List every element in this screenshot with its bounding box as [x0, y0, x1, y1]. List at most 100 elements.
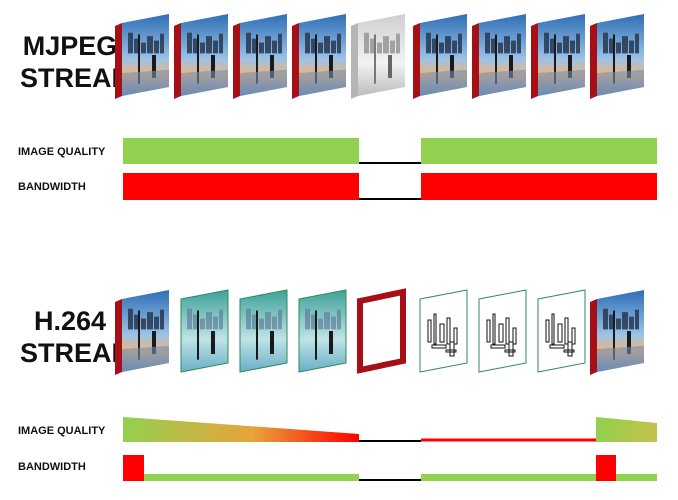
frame-image: [180, 289, 229, 373]
lamp-post: [256, 34, 258, 84]
sketch-line: [563, 349, 575, 353]
building: [128, 308, 133, 330]
building: [128, 32, 133, 54]
frame-edge: [590, 23, 597, 99]
frame-full: [531, 14, 585, 99]
building: [377, 42, 382, 54]
frame-lost-keyframe: [357, 288, 406, 374]
sketch-line: [490, 344, 506, 349]
frame-full: [292, 14, 346, 99]
frame-edge: [590, 299, 597, 375]
lamp-post: [554, 34, 556, 84]
sketch-line: [567, 341, 573, 357]
frame-edge: [115, 23, 122, 99]
lamp-post: [436, 34, 438, 84]
quality-bandwidth-bars: [123, 138, 657, 481]
mjpeg-quality-bar-1: [123, 138, 359, 164]
building: [485, 32, 490, 54]
building: [337, 309, 341, 330]
building: [246, 32, 251, 54]
building: [193, 314, 199, 330]
sketch-line: [505, 317, 510, 345]
sketch-line: [486, 319, 491, 343]
sketch-line: [453, 327, 458, 345]
frame-ground: [122, 69, 169, 96]
building: [603, 308, 608, 330]
frame-sketch: [419, 289, 468, 373]
frame-image: [358, 14, 405, 96]
building: [213, 316, 218, 330]
frame-ground: [420, 69, 467, 96]
frame-delta: [298, 289, 347, 373]
building: [544, 32, 549, 54]
building: [134, 38, 140, 54]
building: [193, 38, 199, 54]
building: [219, 309, 223, 330]
frame-edge: [351, 23, 358, 99]
frame-full: [472, 14, 526, 99]
building: [364, 32, 369, 54]
frame-full: [174, 14, 228, 99]
frame-ground: [122, 345, 169, 372]
sketch-line: [449, 341, 455, 357]
bollard: [568, 55, 572, 78]
lamp-post: [138, 34, 140, 84]
lamp-post: [495, 34, 497, 84]
frame-edge: [292, 23, 299, 99]
building: [305, 32, 310, 54]
h264-bandwidth-delta-2: [421, 474, 596, 481]
building: [609, 38, 615, 54]
frame-keyframe: [590, 290, 644, 375]
bollard: [450, 55, 454, 78]
lamp-post: [613, 310, 615, 360]
frame-ground: [597, 345, 644, 372]
frame-ground: [538, 69, 585, 96]
h264-bandwidth-keyframe: [123, 455, 144, 481]
building: [206, 312, 212, 330]
frame-lost: [351, 14, 405, 99]
frame-edge: [531, 23, 538, 99]
frame-ground: [240, 69, 287, 96]
sketch-line: [446, 317, 451, 345]
h264-quality-wedge-2: [596, 417, 657, 442]
building: [219, 33, 223, 54]
sketch-line: [498, 323, 504, 343]
building: [311, 314, 317, 330]
frame-delta: [239, 289, 288, 373]
building: [635, 309, 639, 330]
frame-image: [239, 289, 288, 373]
building: [187, 308, 192, 330]
h264-frames: [115, 288, 644, 375]
building: [616, 42, 621, 54]
lamp-post: [256, 310, 258, 360]
building: [324, 312, 330, 330]
bollard: [152, 55, 156, 78]
sketch-line: [564, 317, 569, 345]
building: [491, 38, 497, 54]
mjpeg-bandwidth-label: BANDWIDTH: [18, 181, 86, 193]
building: [383, 36, 389, 54]
lamp-post: [613, 34, 615, 84]
mjpeg-quality-bar-2: [421, 138, 657, 164]
building: [504, 36, 510, 54]
building: [134, 314, 140, 330]
sketch-line: [492, 313, 496, 345]
sketch-line: [549, 344, 565, 349]
h264-quality-wedge: [123, 417, 359, 442]
building: [187, 32, 192, 54]
building: [458, 33, 462, 54]
frame-ground: [181, 69, 228, 96]
h264-bandwidth-delta-3: [616, 474, 657, 481]
frame-edge: [115, 299, 122, 375]
building: [331, 40, 336, 54]
building: [616, 318, 621, 330]
lamp-post: [197, 310, 199, 360]
bollard: [211, 55, 215, 78]
building: [141, 42, 146, 54]
building: [160, 309, 164, 330]
bollard: [152, 331, 156, 354]
building: [550, 38, 556, 54]
building: [265, 312, 271, 330]
building: [511, 40, 516, 54]
